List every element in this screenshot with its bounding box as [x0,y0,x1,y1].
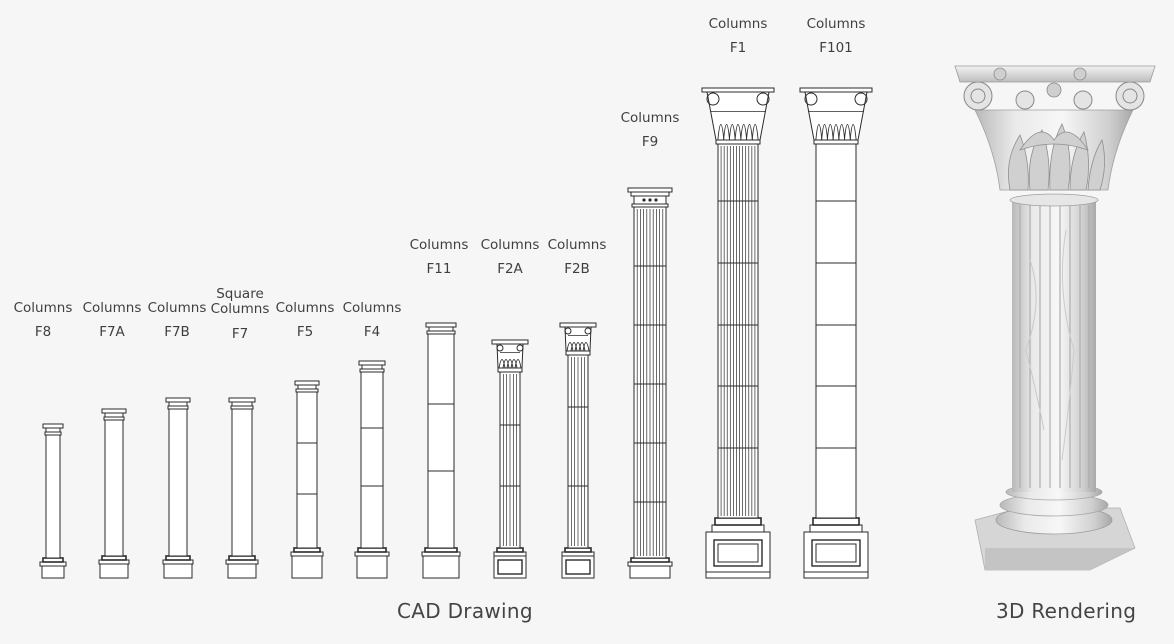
column-code-text: F2B [564,261,590,277]
column-drawing-f1 [701,87,775,579]
column-label-f8: Columns F8 [8,296,78,344]
column-type-text: Columns [147,300,207,316]
column-label-f5: Columns F5 [267,296,343,344]
column-code-text: F1 [729,40,747,56]
column-code-text: F4 [363,324,381,340]
column-code-text: F7A [99,324,125,340]
rendering-caption: 3D Rendering [996,599,1137,623]
column-code-text: F7 [231,326,249,342]
column-label-f4: Columns F4 [334,296,410,344]
column-code-text: F7B [164,324,190,340]
column-label-f7b: Columns F7B [139,296,215,344]
column-type-text: Columns [620,110,680,126]
column-code-text: F8 [34,324,52,340]
column-label-f2a: Columns F2A [472,233,548,281]
column-code-text: F2A [497,261,523,277]
column-drawing-f2b [559,322,597,579]
column-type-text: Columns [13,300,73,316]
column-drawing-f11 [421,322,461,579]
column-type-text: Columns [547,237,607,253]
column-type-text: Columns [82,300,142,316]
column-drawing-f5 [290,380,324,579]
column-drawing-f9 [627,187,673,579]
column-label-f7: Square Columns F7 [202,287,278,351]
column-drawing-f7a [98,408,130,579]
cad-drawing-caption: CAD Drawing [397,599,533,623]
column-label-f11: Columns F11 [401,233,477,281]
column-shape-text: Square [216,286,264,302]
column-type-text: Columns [708,16,768,32]
column-drawing-f2a [491,339,529,579]
column-code-text: F101 [819,40,853,56]
column-type-text: Columns [210,301,270,317]
column-label-f101: Columns F101 [798,12,874,60]
column-drawing-f8 [39,423,67,579]
column-3d-rendering [954,65,1156,571]
column-code-text: F11 [426,261,452,277]
column-type-text: Columns [806,16,866,32]
column-type-text: Columns [275,300,335,316]
column-drawing-f101 [799,87,873,579]
column-code-text: F9 [641,134,659,150]
column-type-text: Columns [480,237,540,253]
column-label-f7a: Columns F7A [74,296,150,344]
column-label-f2b: Columns F2B [539,233,615,281]
column-label-f1: Columns F1 [700,12,776,60]
column-drawing-f7b [162,397,194,579]
column-label-f9: Columns F9 [612,106,688,154]
column-drawing-f7 [225,397,259,579]
column-drawing-f4 [354,360,390,579]
column-code-text: F5 [296,324,314,340]
column-type-text: Columns [409,237,469,253]
column-type-text: Columns [342,300,402,316]
